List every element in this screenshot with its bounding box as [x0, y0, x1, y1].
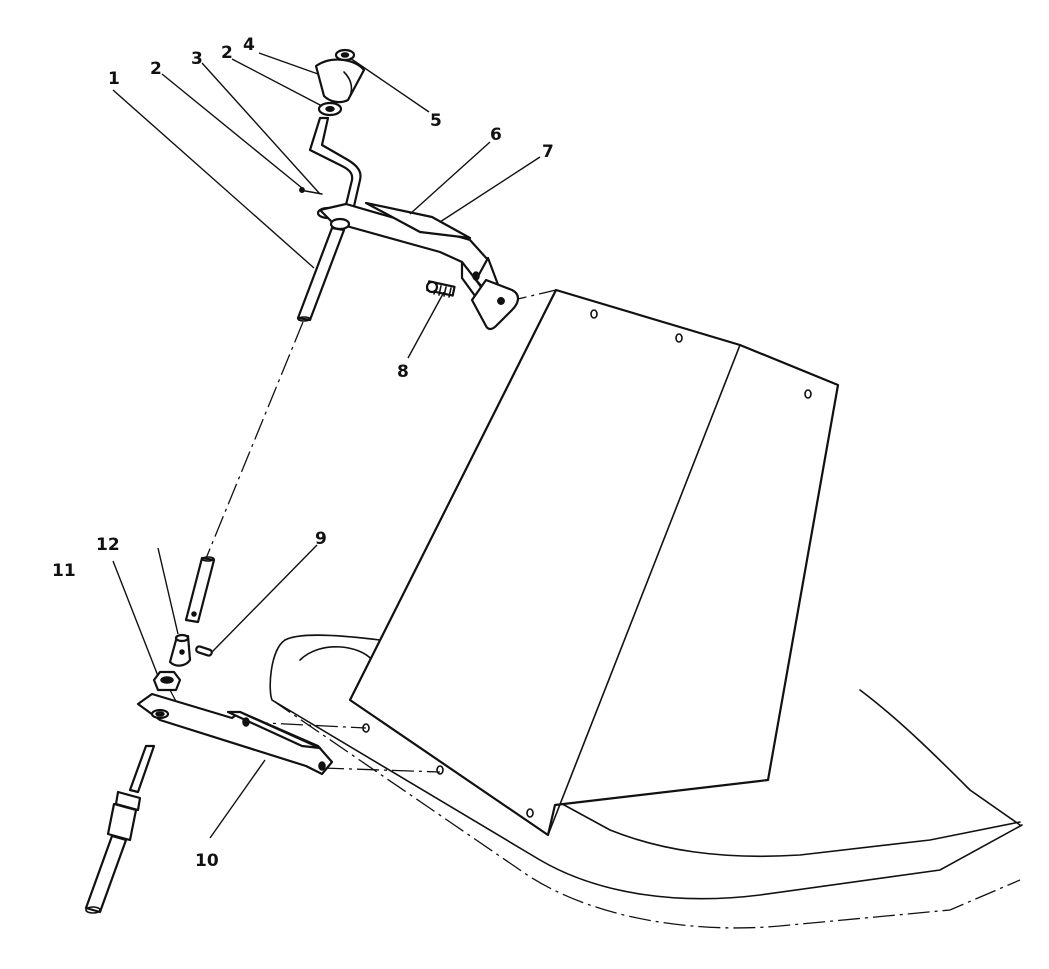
- rod-lower: [184, 556, 216, 624]
- shroud-hole: [675, 333, 683, 343]
- nut: [152, 670, 182, 692]
- callout-7: 7: [542, 142, 554, 162]
- chute-shroud: [348, 288, 840, 837]
- shroud-hole: [804, 389, 812, 399]
- lower-bracket: [136, 692, 334, 776]
- coupler: [168, 633, 192, 667]
- shift-lever-rod: [308, 116, 362, 217]
- shroud-hole: [590, 309, 598, 319]
- callout-3: 3: [191, 49, 203, 69]
- callout-labels: 1 2 3 2 4 5 6 7 8 9 10 11 12: [52, 35, 554, 871]
- callout-9: 9: [315, 529, 327, 549]
- callout-11: 11: [52, 561, 76, 581]
- rod: [296, 226, 346, 322]
- pin-lower: [195, 645, 213, 657]
- shroud-hole: [436, 765, 444, 775]
- cable-end: [84, 744, 156, 914]
- callout-8: 8: [397, 362, 409, 382]
- bracket-plate: [364, 201, 472, 240]
- knob: [314, 48, 366, 104]
- bolt: [425, 280, 456, 298]
- washer-upper: [317, 101, 343, 117]
- callout-1: 1: [108, 69, 120, 89]
- mounting-tab: [470, 278, 520, 331]
- deck-base: [269, 634, 1023, 929]
- callout-4: 4: [243, 35, 255, 55]
- shroud-hole: [526, 808, 534, 818]
- callout-10: 10: [195, 851, 219, 871]
- callout-2: 2: [150, 59, 162, 79]
- leader-lines: [112, 52, 541, 839]
- callout-6: 6: [490, 125, 502, 145]
- callout-5: 5: [430, 111, 442, 131]
- callout-2: 2: [221, 43, 233, 63]
- callout-12: 12: [96, 535, 120, 555]
